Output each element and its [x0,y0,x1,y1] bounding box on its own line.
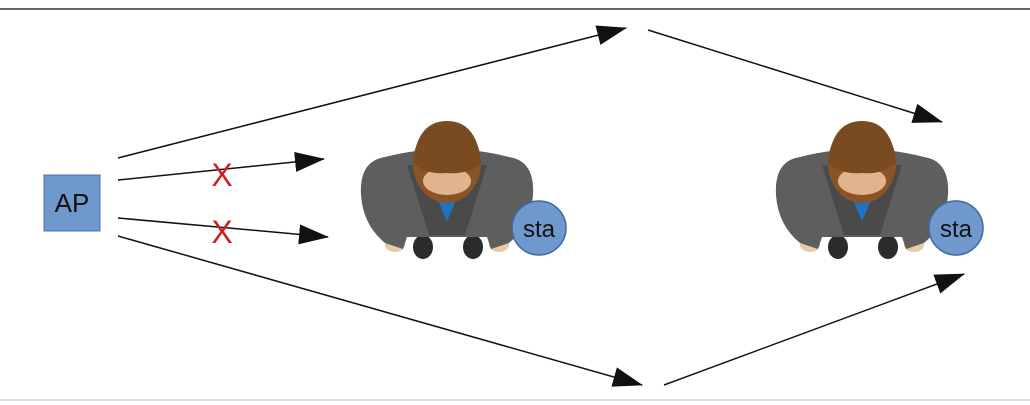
arrow-ap-to-bottom-reflection [118,236,642,385]
arrow-ap-to-top-reflection [118,28,626,158]
station-1: sta [512,201,566,255]
access-point-label: AP [55,188,90,218]
blocked-marker-upper: X [211,157,232,193]
arrow-top-reflection-to-sta-2 [648,30,942,122]
station-1-label: sta [523,216,556,243]
station-2: sta [929,201,983,255]
person-2-icon [776,121,948,259]
station-2-label: sta [940,216,973,243]
arrow-bottom-reflection-to-sta-2 [664,274,964,385]
blocked-marker-lower: X [211,214,232,250]
access-point: AP [44,175,100,231]
person-1-icon [361,121,533,259]
